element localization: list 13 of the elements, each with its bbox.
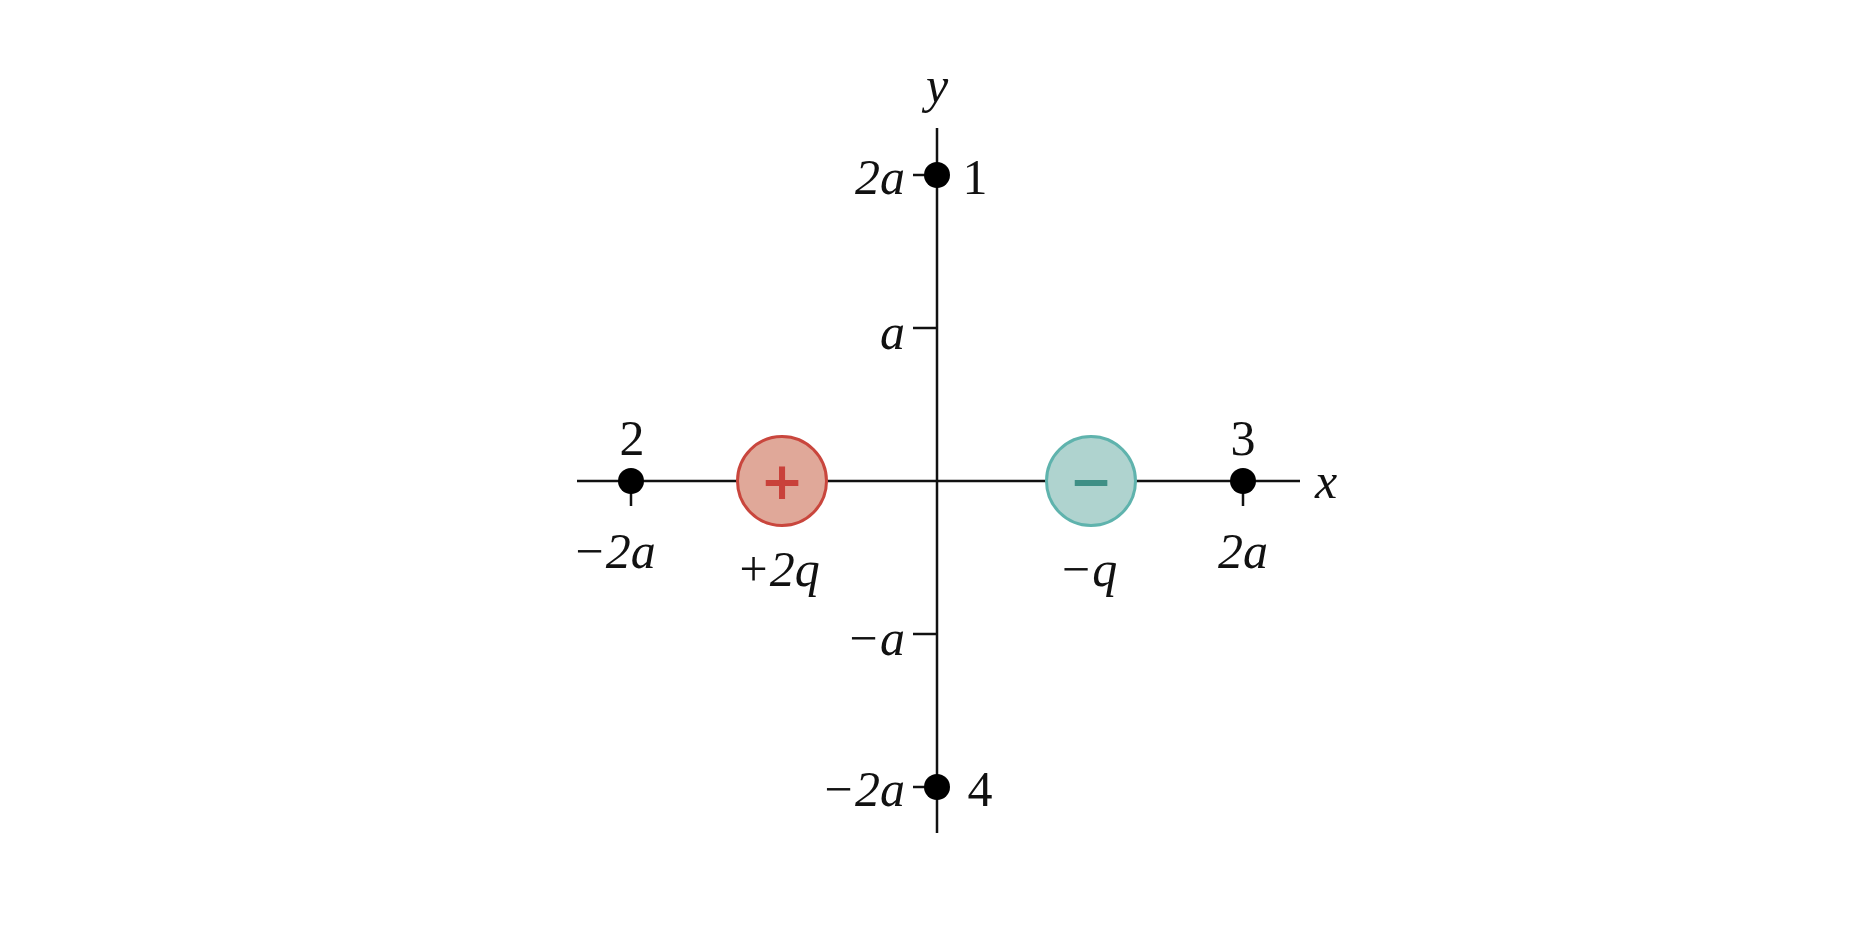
axis-label: x <box>1314 456 1338 506</box>
tick-label: 2a <box>1218 526 1268 576</box>
point-label: 1 <box>962 152 988 202</box>
tick-label: −a <box>846 613 905 663</box>
point-label: 2 <box>619 413 645 463</box>
tick-label: a <box>880 307 905 357</box>
point-label: 3 <box>1230 413 1256 463</box>
point-label: 4 <box>967 764 993 814</box>
tick-label: 2a <box>855 152 905 202</box>
tick-label: −2a <box>821 764 905 814</box>
charge-sign: − <box>1069 455 1113 507</box>
tick-label: −2a <box>572 526 656 576</box>
charge-sign: + <box>760 455 804 507</box>
